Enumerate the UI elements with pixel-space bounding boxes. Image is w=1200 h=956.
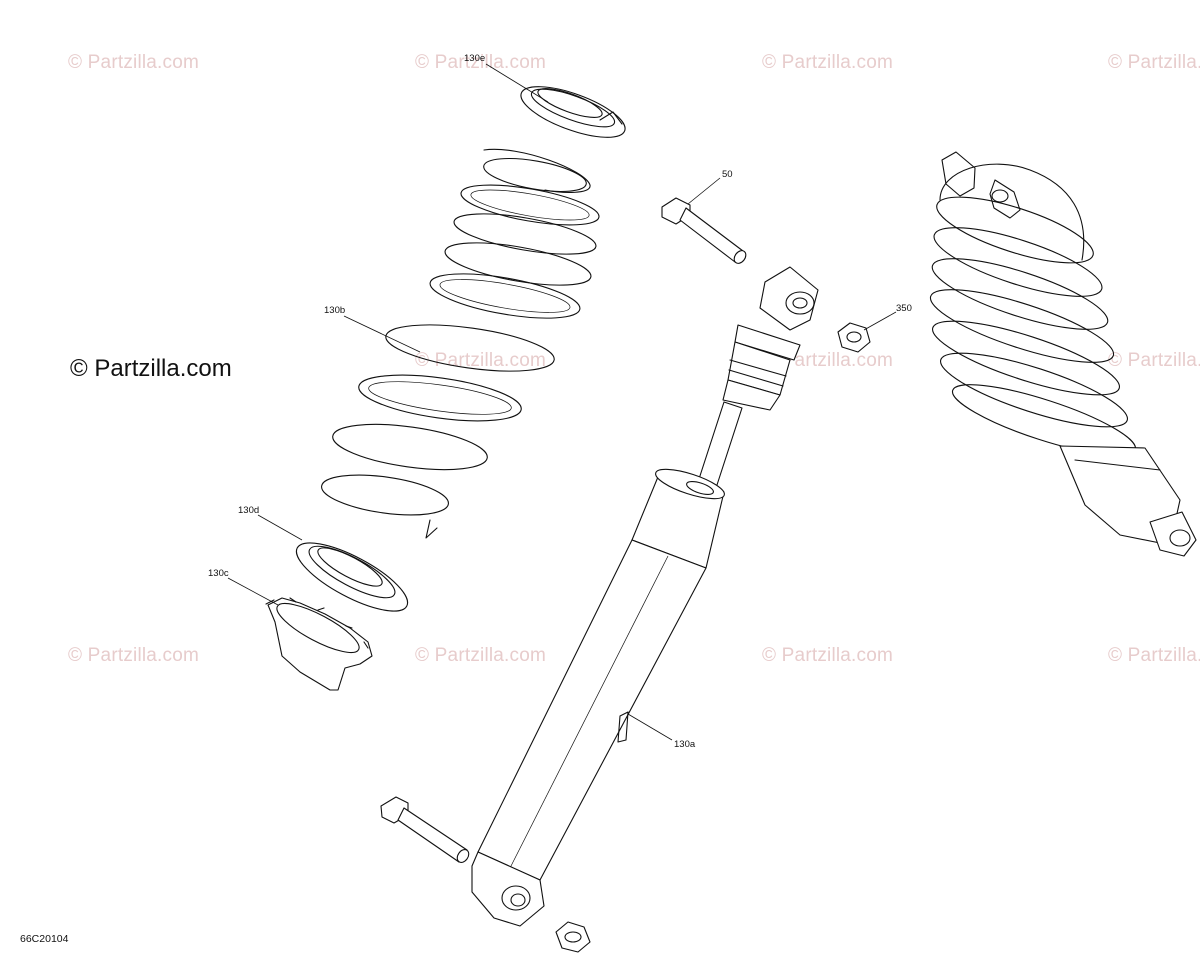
watermark: © Partzilla.com	[1108, 350, 1200, 371]
figure-number: 66C20104	[20, 933, 69, 945]
callout-130e: 130e	[464, 53, 486, 64]
watermark: © Partzilla.com	[762, 645, 894, 666]
spring-lower-washer-130d[interactable]	[288, 530, 416, 624]
watermark: © Partzilla.com	[415, 52, 547, 73]
callout-50: 50	[722, 169, 733, 180]
leader-130e	[485, 63, 549, 103]
watermark: © Partzilla.com	[415, 350, 547, 371]
leader-130a	[627, 713, 673, 741]
callout-130d: 130d	[238, 505, 260, 516]
leader-130c	[227, 577, 279, 606]
leader-130b	[343, 315, 421, 353]
callout-130a: 130a	[674, 739, 696, 750]
watermark: © Partzilla.com	[1108, 645, 1200, 666]
coil-spring-130b[interactable]	[319, 148, 602, 539]
shock-absorber-130a[interactable]	[471, 266, 819, 927]
leader-130d	[257, 514, 303, 541]
mounting-bolt-50[interactable]	[661, 197, 748, 266]
watermark: © Partzilla.com	[762, 52, 894, 73]
brand-mark: © Partzilla.com	[70, 355, 232, 382]
watermark: © Partzilla.com	[1108, 52, 1200, 73]
watermark: © Partzilla.com	[68, 645, 200, 666]
watermark: © Partzilla.com	[68, 52, 200, 73]
spring-lower-seat-130c[interactable]	[265, 595, 373, 691]
watermark: © Partzilla.com	[415, 645, 547, 666]
callout-350: 350	[896, 303, 912, 314]
lock-nut-350[interactable]	[837, 322, 871, 353]
lower-mounting-bolt[interactable]	[380, 796, 471, 865]
assembled-shock-absorber[interactable]	[924, 151, 1197, 557]
leader-350	[863, 311, 897, 331]
lower-lock-nut[interactable]	[555, 921, 591, 953]
callout-130c: 130c	[208, 568, 229, 579]
spring-upper-retainer-130e[interactable]	[515, 76, 631, 147]
leader-50	[687, 177, 721, 205]
callout-130b: 130b	[324, 305, 346, 316]
